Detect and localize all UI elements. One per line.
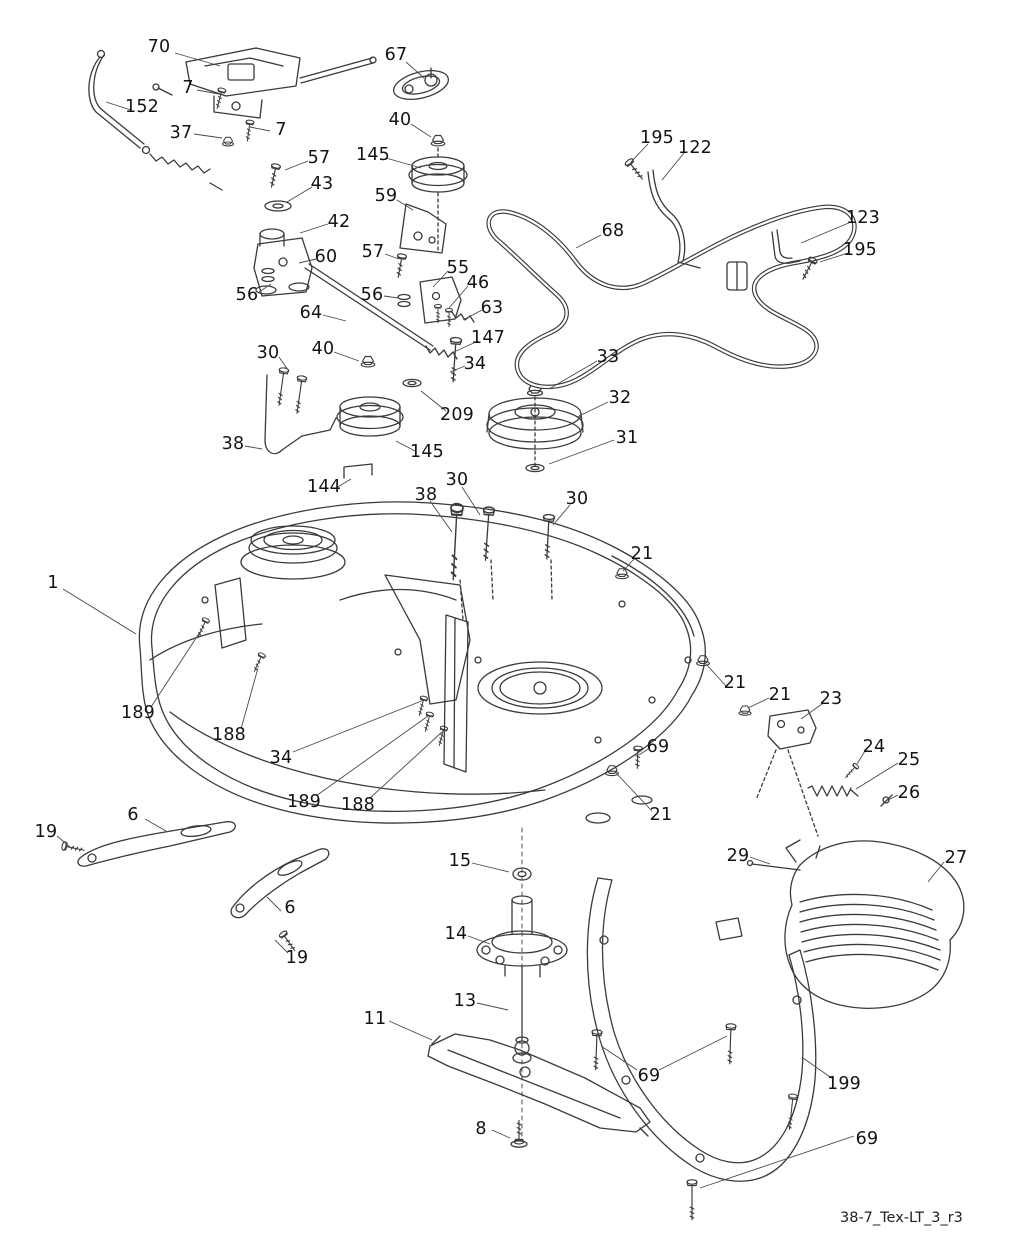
idler-keeper-group [253,162,313,297]
mower-blade [427,1033,651,1148]
spring-bracket-group [360,252,475,388]
upper-idler-pulley [399,134,468,254]
idler-bracket-assembly [185,47,377,147]
leader-lines [56,52,945,1189]
drawing-id: 38-7_Tex-LT_3_r3 [840,1210,963,1226]
mower-deck [138,501,706,824]
belt-keeper-67 [393,67,449,100]
deck-fasteners-top [446,502,710,777]
drive-belt [486,204,857,390]
deflector-frame [586,877,817,1221]
lower-idler-pulley [264,366,404,479]
rear-bracket-group [738,705,893,871]
hanger-brackets [60,821,330,954]
stack-pulley-32 [486,383,584,473]
clutch-cable [88,49,223,191]
mandrel-assembly [476,827,568,1141]
idler-rod-64 [304,263,434,351]
belt-guides [623,157,819,291]
discharge-chute [784,839,965,1009]
